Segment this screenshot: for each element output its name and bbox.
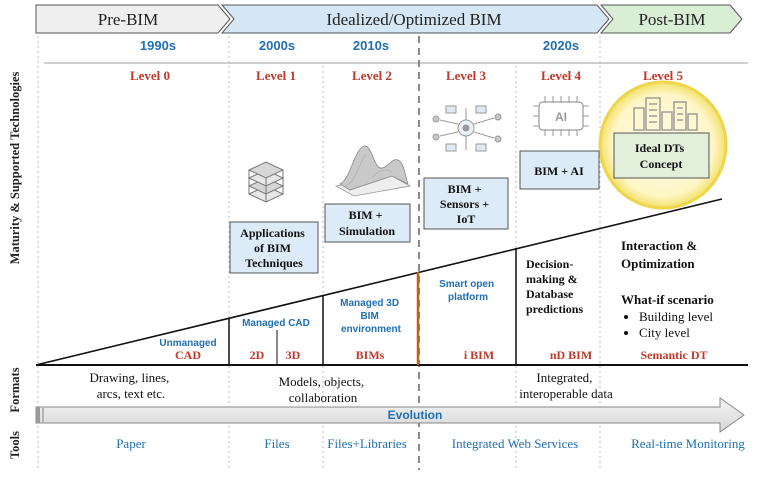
maturity-triangle [35, 198, 748, 366]
svg-text:Ideal DTs Concept: Ideal DTs Concept [635, 141, 687, 171]
bullet-city-level: City level [639, 325, 690, 340]
box-ideal-dt: Ideal DTs Concept [613, 132, 710, 179]
svg-text:Unmanaged: Unmanaged [159, 338, 216, 349]
phase-idealized-bim-label: Idealized/Optimized BIM [326, 10, 501, 29]
format-bim-line2: collaboration [289, 390, 358, 405]
row-label-maturity: Maturity & Supported Technologies [8, 72, 22, 265]
svg-text:Interaction & Optimizatio: Interaction & Optimization [621, 238, 700, 271]
tool-web-services: Integrated Web Services [452, 436, 579, 451]
svg-text:Drawing, lines, arcs, text: Drawing, lines, arcs, text etc. [89, 370, 172, 401]
format-pre-bim-line1: Drawing, lines, [89, 370, 169, 385]
label-semantic-dt: Semantic DT [641, 348, 708, 362]
label-decision-line3: Database [526, 287, 574, 301]
svg-text:Models, objects, collabora: Models, objects, collaboration [279, 374, 368, 405]
label-3d: 3D [286, 348, 301, 362]
row-label-tools: Tools [8, 431, 22, 459]
city-icon [633, 97, 698, 131]
label-managed-bim-line1: Managed 3D [340, 298, 399, 309]
phase-banner: Pre-BIM Idealized/Optimized BIM Post-BIM [35, 4, 743, 34]
svg-text:Integrated, interoperable: Integrated, interoperable data [519, 370, 613, 401]
decade-2020s: 2020s [543, 38, 579, 53]
level-0: Level 0 [130, 68, 170, 83]
label-interaction-line1: Interaction & [621, 238, 697, 253]
svg-text:Applications of BIM: Applications of BIM Techniques [240, 226, 308, 270]
label-bims: BIMs [356, 348, 385, 362]
format-integrated-line2: interoperable data [519, 386, 613, 401]
box-simulation-line1: BIM + [349, 208, 383, 222]
svg-text:Smart open platform: Smart open platform [439, 279, 497, 303]
box-applications: Applications of BIM Techniques [229, 221, 319, 274]
svg-text:Decision- making & Dat: Decision- making & Database predictions [526, 257, 583, 316]
building-layers-icon [247, 161, 285, 203]
box-applications-line3: Techniques [245, 256, 303, 270]
label-unmanaged-cad: CAD [175, 348, 201, 362]
label-unmanaged-line1: Unmanaged [159, 338, 216, 349]
box-sensors-line2: Sensors + [440, 197, 489, 211]
box-sensors-line1: BIM + [448, 182, 482, 196]
svg-text:BIM + Sensors + Io: BIM + Sensors + IoT [440, 182, 492, 226]
iot-circuit-icon [432, 105, 502, 152]
decade-2000s: 2000s [259, 38, 295, 53]
row-label-formats: Formats [8, 367, 22, 412]
box-ai: BIM + AI [519, 150, 600, 190]
label-ndbim: nD BIM [550, 348, 592, 362]
label-smart-line1: Smart open [439, 279, 494, 290]
label-decision-line4: predictions [526, 302, 583, 316]
box-applications-line2: of BIM [254, 241, 291, 255]
decade-2010s: 2010s [353, 38, 389, 53]
label-managed-bim-line2: BIM [360, 311, 378, 322]
level-1: Level 1 [256, 68, 296, 83]
ai-chip-label: AI [555, 110, 567, 124]
format-bim-line1: Models, objects, [279, 374, 365, 389]
label-ibim: i BIM [464, 348, 494, 362]
box-sensors-line3: IoT [457, 212, 476, 226]
tools-row: Paper Files Files+Libraries Integrated W… [116, 436, 745, 451]
ai-chip-icon: AI [533, 96, 589, 136]
box-simulation-line2: Simulation [339, 224, 395, 238]
phase-idealized-bim [220, 4, 610, 34]
box-simulation: BIM + Simulation [324, 203, 411, 243]
evolution-arrow: Evolution [35, 397, 745, 433]
box-ideal-dt-line2: Concept [640, 157, 683, 171]
format-integrated-line1: Integrated, [536, 370, 592, 385]
level-3: Level 3 [446, 68, 487, 83]
level-2: Level 2 [352, 68, 392, 83]
evolution-label: Evolution [388, 408, 443, 422]
decades: 1990s 2000s 2010s 2020s [140, 38, 579, 53]
level-4: Level 4 [541, 68, 582, 83]
label-managed-cad: Managed CAD [242, 318, 310, 329]
levels: Level 0 Level 1 Level 2 Level 3 Level 4 … [130, 68, 684, 83]
decade-1990s: 1990s [140, 38, 176, 53]
label-managed-bim-line3: environment [341, 324, 402, 335]
phase-post-bim [599, 4, 743, 34]
phase-pre-bim-label: Pre-BIM [98, 10, 158, 29]
box-applications-line1: Applications [240, 226, 305, 240]
label-decision-line2: making & [526, 272, 578, 286]
tool-paper: Paper [116, 436, 146, 451]
tool-files: Files [264, 436, 289, 451]
label-2d: 2D [250, 348, 265, 362]
phase-pre-bim [35, 4, 231, 34]
label-interaction-line2: Optimization [621, 256, 695, 271]
tool-files-libraries: Files+Libraries [327, 436, 407, 451]
format-pre-bim-line2: arcs, text etc. [97, 386, 166, 401]
svg-text:BIM + Simulation: BIM + Simulation [339, 208, 395, 238]
label-smart-line2: platform [448, 292, 488, 303]
phase-post-bim-label: Post-BIM [638, 10, 705, 29]
bullet-building-level: Building level [639, 309, 713, 324]
simulation-surface-icon [334, 145, 412, 197]
label-decision-line1: Decision- [526, 257, 573, 271]
bullet-list: Building level City level [624, 309, 713, 340]
box-sensors: BIM + Sensors + IoT [423, 177, 509, 230]
svg-text:Managed 3D BIM environ: Managed 3D BIM environment [340, 298, 402, 335]
level-5: Level 5 [643, 68, 684, 83]
label-whatif: What-if scenario [621, 292, 714, 307]
tool-realtime-monitoring: Real-time Monitoring [631, 436, 745, 451]
box-ideal-dt-line1: Ideal DTs [635, 141, 685, 155]
box-ai-label: BIM + AI [534, 164, 584, 178]
